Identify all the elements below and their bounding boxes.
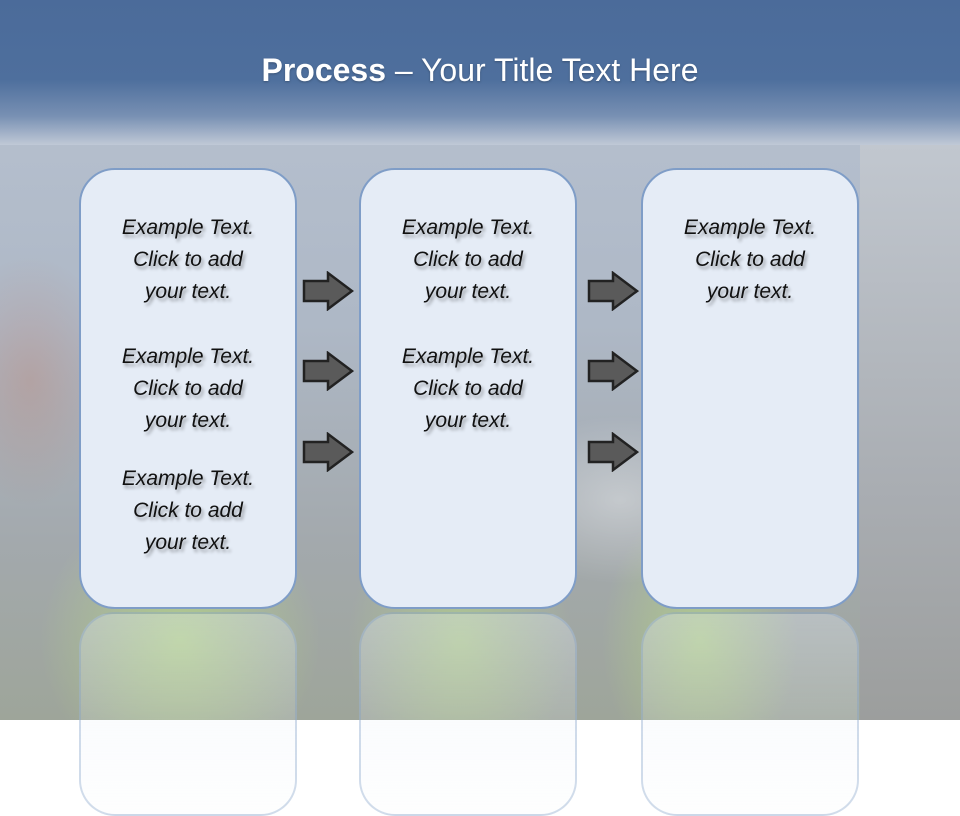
entry-line: your text. <box>144 280 232 303</box>
entry-line: Click to add <box>133 248 243 271</box>
background-photo-right <box>860 145 960 720</box>
entry-line: your text. <box>424 409 512 432</box>
process-box-1-reflection <box>79 612 297 816</box>
text-entry[interactable]: Example Text. Click to add your text. <box>81 341 295 437</box>
right-arrow-icon <box>302 271 354 311</box>
process-box-2-reflection <box>359 612 577 816</box>
entry-line: Click to add <box>695 248 805 271</box>
entry-line: Click to add <box>413 377 523 400</box>
text-entry[interactable]: Example Text. Click to add your text. <box>81 212 295 308</box>
right-arrow-icon <box>302 351 354 391</box>
entry-line: Example Text. <box>121 467 255 490</box>
title-bold: Process <box>261 52 387 88</box>
entry-line: Example Text. <box>121 216 255 239</box>
entry-line: Example Text. <box>121 345 255 368</box>
title-rest: – Your Title Text Here <box>386 52 699 88</box>
entry-line: Example Text. <box>683 216 817 239</box>
text-entry[interactable]: Example Text. Click to add your text. <box>81 463 295 559</box>
process-box-3-reflection <box>641 612 859 816</box>
entry-line: Click to add <box>133 499 243 522</box>
right-arrow-icon <box>302 432 354 472</box>
right-arrow-icon <box>587 432 639 472</box>
process-box-1[interactable]: Example Text. Click to add your text. Ex… <box>79 168 297 609</box>
text-entry[interactable]: Example Text. Click to add your text. <box>361 212 575 308</box>
entry-line: Click to add <box>413 248 523 271</box>
entry-line: Example Text. <box>401 216 535 239</box>
process-box-3[interactable]: Example Text. Click to add your text. <box>641 168 859 609</box>
entry-line: Click to add <box>133 377 243 400</box>
slide-title[interactable]: Process – Your Title Text Here <box>0 52 960 89</box>
process-box-2[interactable]: Example Text. Click to add your text. Ex… <box>359 168 577 609</box>
entry-line: your text. <box>144 409 232 432</box>
entry-line: your text. <box>706 280 794 303</box>
entry-line: your text. <box>144 531 232 554</box>
right-arrow-icon <box>587 351 639 391</box>
entry-line: your text. <box>424 280 512 303</box>
right-arrow-icon <box>587 271 639 311</box>
entry-line: Example Text. <box>401 345 535 368</box>
text-entry[interactable]: Example Text. Click to add your text. <box>361 341 575 437</box>
text-entry[interactable]: Example Text. Click to add your text. <box>643 212 857 308</box>
title-bar: Process – Your Title Text Here <box>0 0 960 145</box>
